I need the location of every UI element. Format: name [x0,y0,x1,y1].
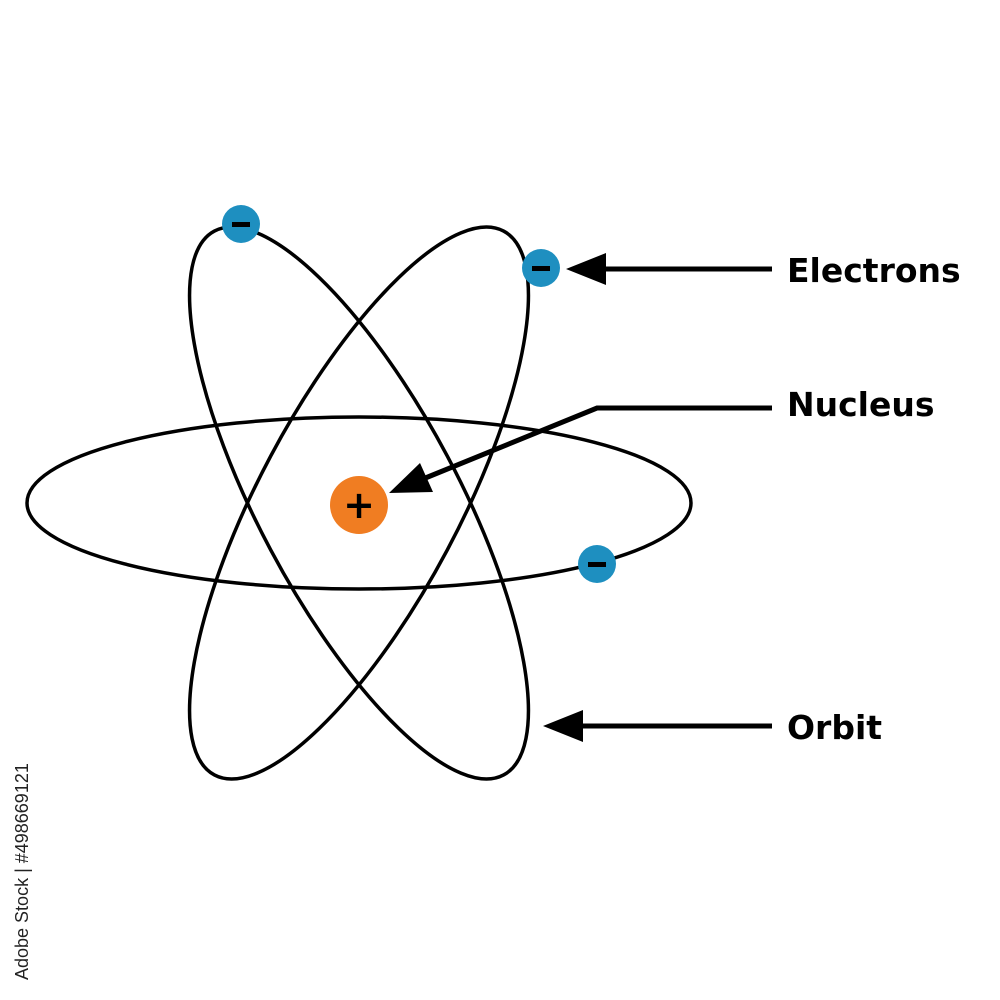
minus-sign [588,562,606,567]
label-electrons: Electrons [787,251,961,290]
nucleus: + [330,476,388,534]
arrowhead-icon [543,710,583,742]
watermark-text: Adobe Stock | #498669121 [12,763,32,980]
arrowhead-icon [566,253,606,285]
label-orbit: Orbit [787,708,882,747]
nucleus-plus-sign: + [343,483,375,527]
minus-sign [232,222,250,227]
label-nucleus: Nucleus [787,385,935,424]
electron-top-right [522,249,560,287]
minus-sign [532,266,550,271]
orbit-tilted-left [187,225,531,781]
stock-watermark: Adobe Stock | #498669121 [12,763,32,980]
arrowhead-icon [389,463,433,493]
electrons-pointer [566,253,772,285]
electron-right [578,545,616,583]
orbit-tilted-right [187,225,531,781]
orbit-horizontal [25,415,693,591]
nucleus-pointer [389,405,772,493]
pointer-line [417,405,772,484]
orbit-pointer [543,710,772,742]
nucleus-circle [330,476,388,534]
electron-top-left [222,205,260,243]
